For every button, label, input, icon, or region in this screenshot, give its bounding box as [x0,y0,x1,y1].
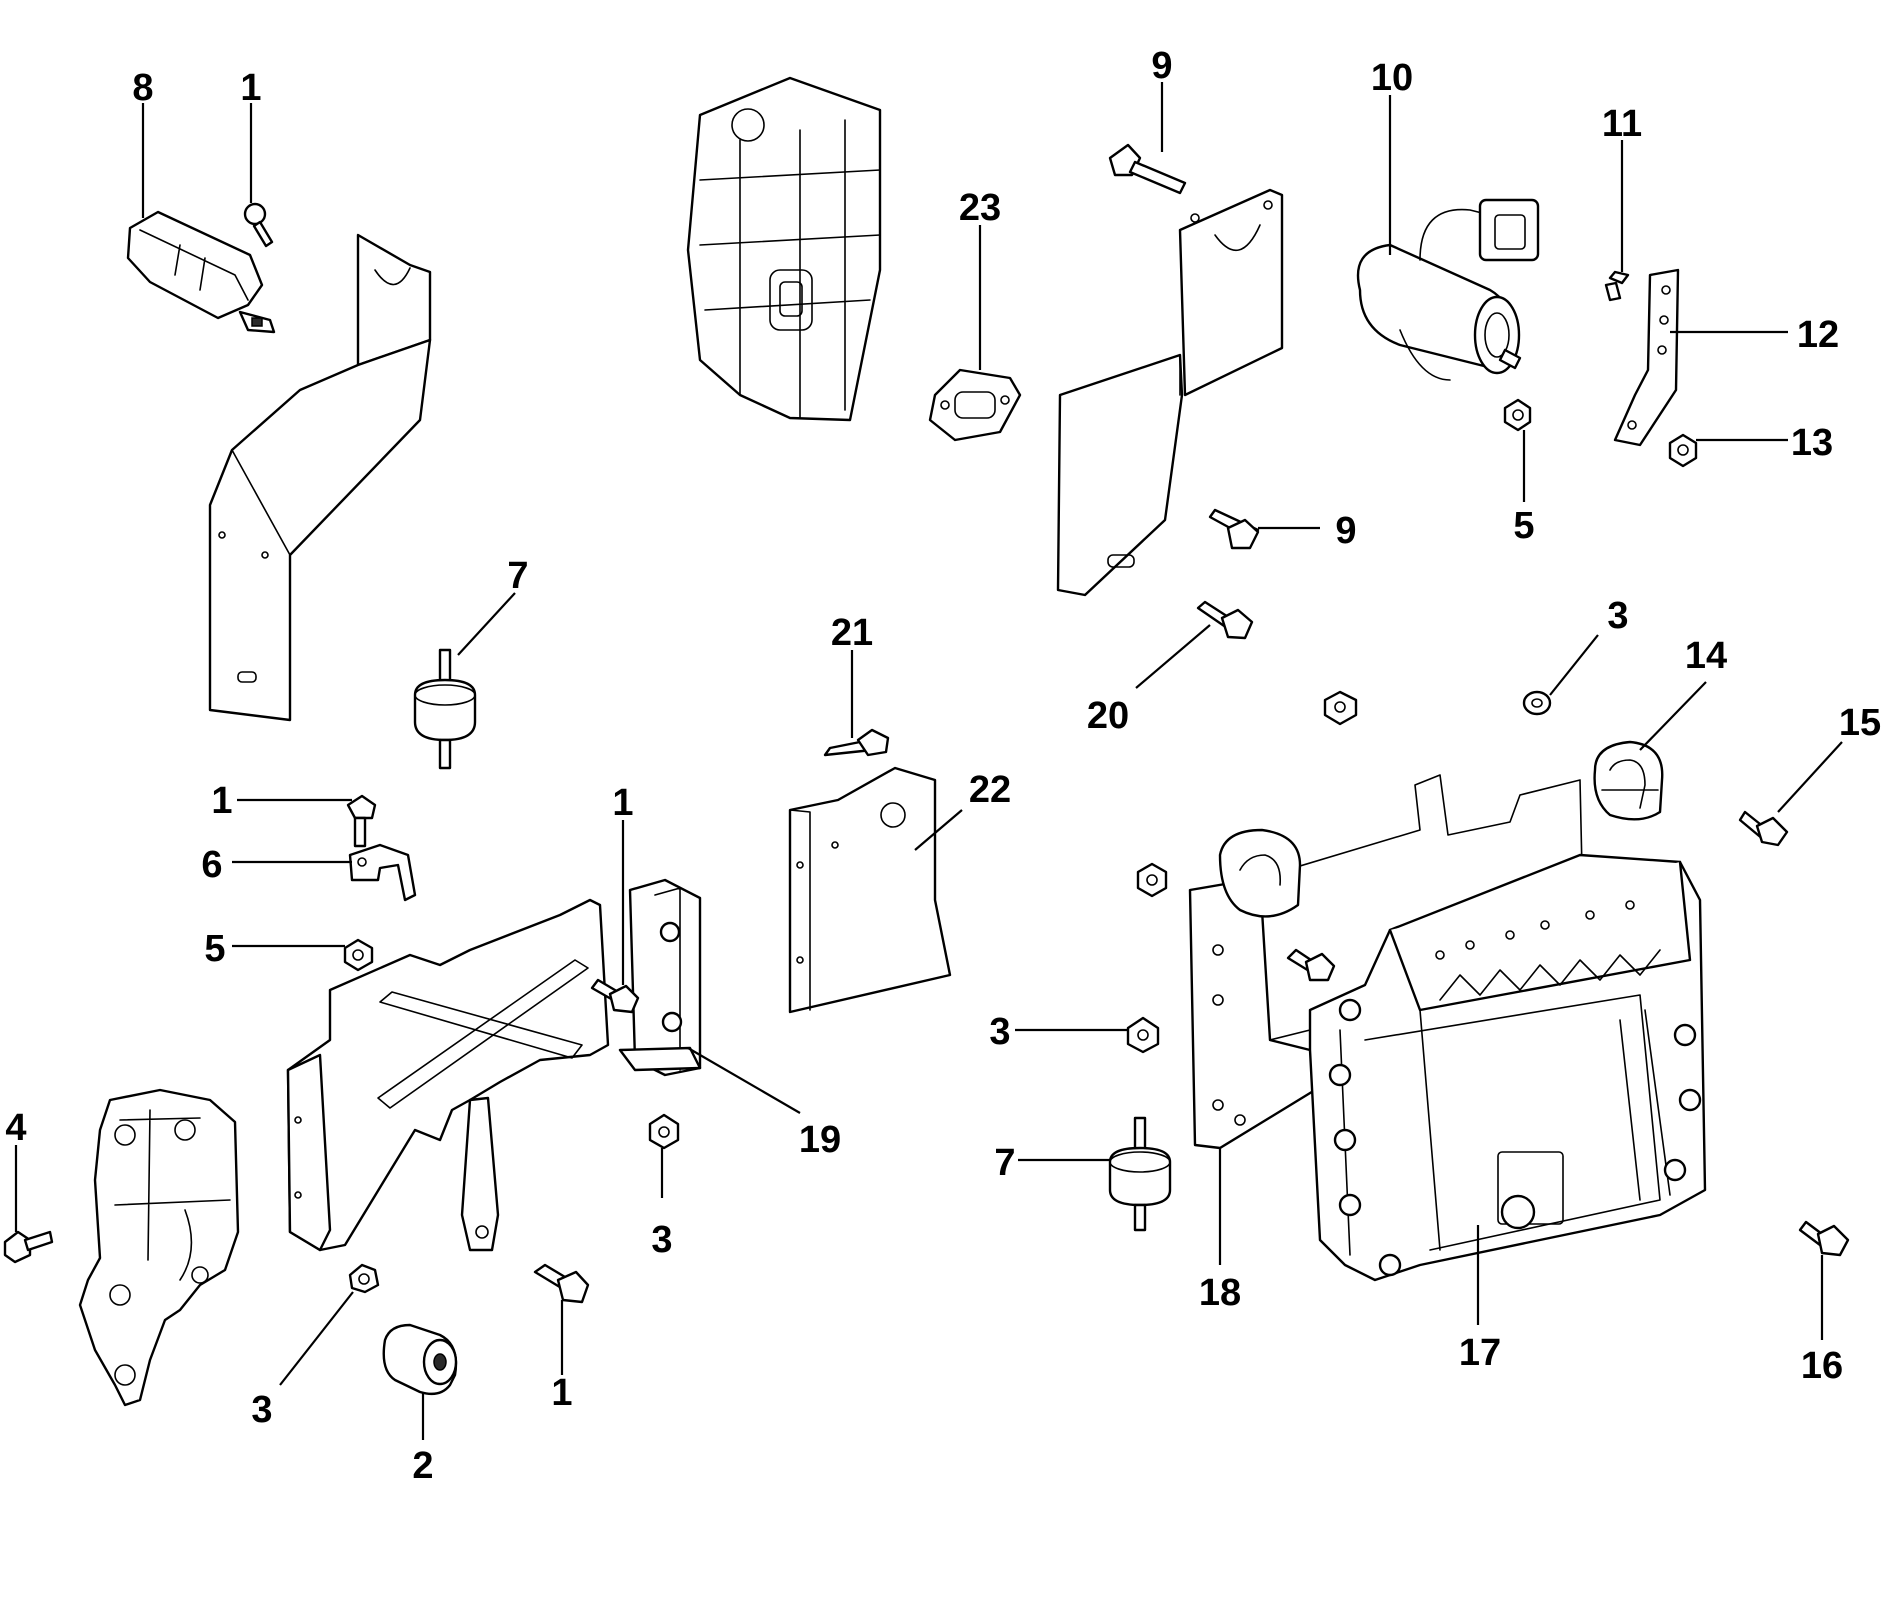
callout-3: 3 [1607,595,1628,637]
callout-23: 23 [959,187,1001,229]
bolt-part [590,978,640,1014]
nut-part [343,938,374,972]
bolt-part [1196,600,1254,640]
callout-15: 15 [1839,702,1881,744]
gasket-part [928,368,1022,442]
nut-part [348,1263,380,1294]
callout-4: 4 [5,1107,26,1149]
callout-3: 3 [989,1011,1010,1053]
callout-1: 1 [211,780,232,822]
callout-1: 1 [240,67,261,109]
callout-2: 2 [412,1445,433,1487]
callout-14: 14 [1685,635,1727,677]
callout-1: 1 [551,1372,572,1414]
callout-7: 7 [507,555,528,597]
callout-5: 5 [1513,505,1534,547]
callout-19: 19 [799,1119,841,1161]
bolt-part [823,728,890,757]
callout-9: 9 [1151,45,1172,87]
nut-part [1323,690,1358,726]
small-bracket-part [1604,268,1680,447]
channel-bracket-part [618,878,702,1077]
nut-part [1136,862,1168,898]
callout-12: 12 [1797,314,1839,356]
leader-lines [14,82,1843,1440]
mounting-plate-part [1056,188,1284,597]
engine-block-part [686,76,882,422]
callout-7: 7 [994,1142,1015,1184]
callout-17: 17 [1459,1332,1501,1374]
rubber-isolator-part [413,648,477,770]
rubber-isolator-part [1108,1116,1172,1232]
bolt-part [1798,1220,1850,1257]
bolt-part [243,202,274,248]
callout-3: 3 [251,1389,272,1431]
callout-10: 10 [1371,57,1413,99]
bolt-part [533,1263,590,1304]
callout-22: 22 [969,769,1011,811]
callout-9: 9 [1335,510,1356,552]
washer-part [1522,690,1552,716]
starter-motor-part [1356,198,1540,381]
bolt-part [346,794,377,848]
bolt-part [3,1230,54,1264]
spacer-part [382,1323,458,1396]
nut-part [648,1113,680,1150]
callout-21: 21 [831,612,873,654]
callout-16: 16 [1801,1345,1843,1387]
ecu-bracket-part [1188,774,1583,1150]
callout-18: 18 [1199,1272,1241,1314]
callout-labels: 8 1 23 9 10 11 12 13 5 9 7 21 20 3 14 15… [5,45,1881,1487]
callout-6: 6 [201,844,222,886]
callout-3: 3 [651,1219,672,1261]
grommet-part [1593,740,1664,821]
callout-1: 1 [612,782,633,824]
bolt-part [1738,810,1789,847]
callout-11: 11 [1602,103,1642,145]
relay-part [126,210,276,334]
nut-part [1503,398,1532,432]
callout-8: 8 [132,67,153,109]
center-bracket-part [286,898,610,1252]
callout-5: 5 [204,928,225,970]
nut-part [1668,433,1698,468]
bolt-part [1208,508,1260,550]
engine-mount-casting-part [78,1088,240,1407]
ecu-module-part [1308,853,1707,1282]
mounting-plate-part [788,766,952,1014]
bolt-part [1286,948,1336,982]
clip-part [348,843,417,902]
callout-20: 20 [1087,695,1129,737]
left-bracket-part [208,233,432,722]
bolt-part [1108,143,1187,195]
callout-13: 13 [1791,422,1833,464]
nut-part [1126,1016,1160,1054]
